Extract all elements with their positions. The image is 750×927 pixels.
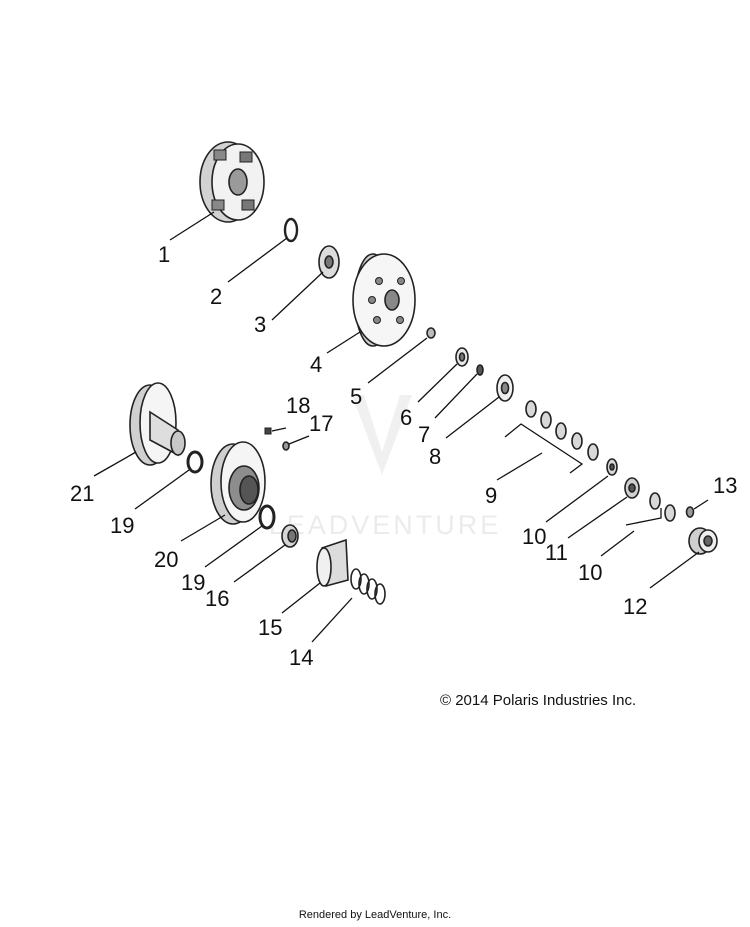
callout-14: 14 (289, 645, 313, 670)
callout-16: 16 (205, 586, 229, 611)
part-16-collar (281, 524, 299, 548)
watermark: LEADVENTURE (269, 395, 502, 540)
callout-12: 12 (623, 594, 647, 619)
callout-20: 20 (154, 547, 178, 572)
part-1-clutch-shoe (199, 141, 265, 223)
part-11-bearing (624, 477, 640, 499)
part-7-clip (476, 364, 484, 376)
callout-21: 21 (70, 481, 94, 506)
callout-4: 4 (310, 352, 322, 377)
part-12-flange-nut (688, 527, 718, 555)
part-19-o-ring (186, 450, 204, 474)
callout-10b: 10 (578, 560, 602, 585)
callout-6: 6 (400, 405, 412, 430)
callouts: 1 2 3 4 5 6 7 8 9 10 11 10 12 13 14 15 1… (70, 242, 737, 670)
watermark-text: LEADVENTURE (269, 510, 502, 540)
footer-credit: Rendered by LeadVenture, Inc. (298, 909, 452, 921)
leader-lines (93, 211, 709, 643)
callout-7: 7 (418, 422, 430, 447)
callout-10a: 10 (522, 524, 546, 549)
callout-1: 1 (158, 242, 170, 267)
callout-9: 9 (485, 483, 497, 508)
callout-19a: 19 (110, 513, 134, 538)
part-20-movable-sheave (210, 441, 266, 525)
copyright-notice: © 2014 Polaris Industries Inc. (440, 692, 637, 709)
part-2-o-ring (283, 217, 299, 243)
callout-18: 18 (286, 393, 310, 418)
part-10b-washer (649, 492, 676, 522)
callout-2: 2 (210, 284, 222, 309)
part-17-screw (282, 441, 290, 451)
part-19b-o-ring (258, 504, 276, 530)
part-18-set-screw (264, 427, 272, 435)
part-6-washer (455, 347, 469, 367)
part-13-nut (685, 506, 695, 518)
part-5-nut (426, 327, 436, 339)
callout-11: 11 (545, 540, 568, 565)
part-15-spring-cup (316, 538, 349, 588)
part-4-clutch-drum (352, 253, 416, 347)
callout-5: 5 (350, 384, 362, 409)
callout-3: 3 (254, 312, 266, 337)
part-21-fixed-sheave (129, 382, 186, 466)
callout-19b: 19 (181, 570, 205, 595)
part-10-washer (606, 458, 618, 476)
part-8-large-washer (496, 374, 514, 402)
callout-13: 13 (713, 473, 737, 498)
part-3-hub (318, 245, 340, 279)
callout-8: 8 (429, 444, 441, 469)
part-14-spring (350, 568, 386, 605)
callout-17: 17 (309, 411, 333, 436)
callout-15: 15 (258, 615, 282, 640)
part-9-washer-stack (525, 400, 599, 461)
